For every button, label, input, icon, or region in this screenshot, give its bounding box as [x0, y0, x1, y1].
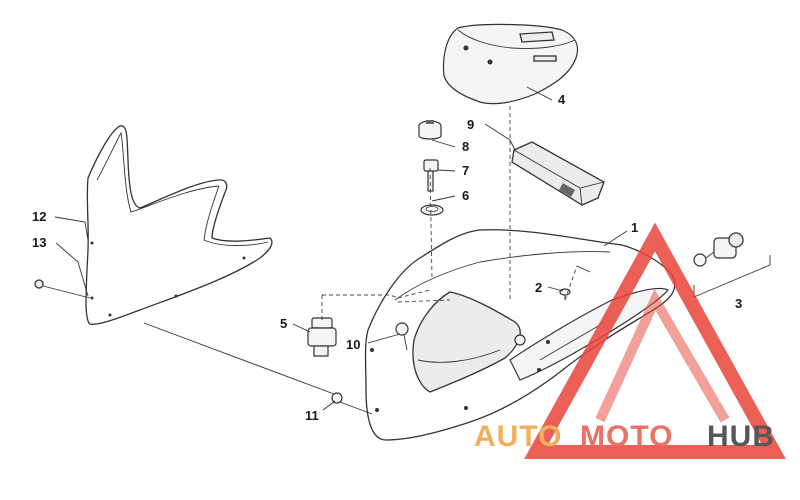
- callout-9: 9: [467, 117, 474, 132]
- callout-11: 11: [305, 408, 319, 423]
- windscreen-part: [85, 125, 273, 325]
- switch-part-5: [307, 317, 337, 357]
- front-fairing-part: [364, 229, 676, 441]
- callout-6: 6: [462, 188, 469, 203]
- key-part-7: [423, 159, 439, 192]
- callout-10: 10: [346, 337, 360, 352]
- callout-7: 7: [462, 163, 469, 178]
- nut-part-11: [331, 392, 343, 404]
- callout-2: 2: [535, 280, 542, 295]
- watermark-text-auto: AUTO: [474, 420, 562, 453]
- cover-part-4: [442, 23, 579, 105]
- bolt-part-10: [395, 322, 409, 351]
- callout-3: 3: [735, 296, 742, 311]
- control-unit-part-9: [511, 141, 605, 206]
- cap-part-8: [418, 120, 442, 140]
- automotohub-watermark-logo: AUTO MOTO HUB: [474, 222, 786, 459]
- callout-13: 13: [32, 235, 46, 250]
- callout-5: 5: [280, 316, 287, 331]
- watermark-text-hub: HUB: [707, 420, 775, 453]
- socket-part-3: [693, 232, 744, 267]
- screw-13-part: [34, 279, 91, 299]
- callout-1: 1: [631, 220, 638, 235]
- callout-4: 4: [558, 92, 566, 107]
- callout-8: 8: [462, 139, 469, 154]
- watermark-text-moto: MOTO: [580, 420, 673, 453]
- callout-12: 12: [32, 209, 46, 224]
- ring-part-6: [420, 204, 444, 216]
